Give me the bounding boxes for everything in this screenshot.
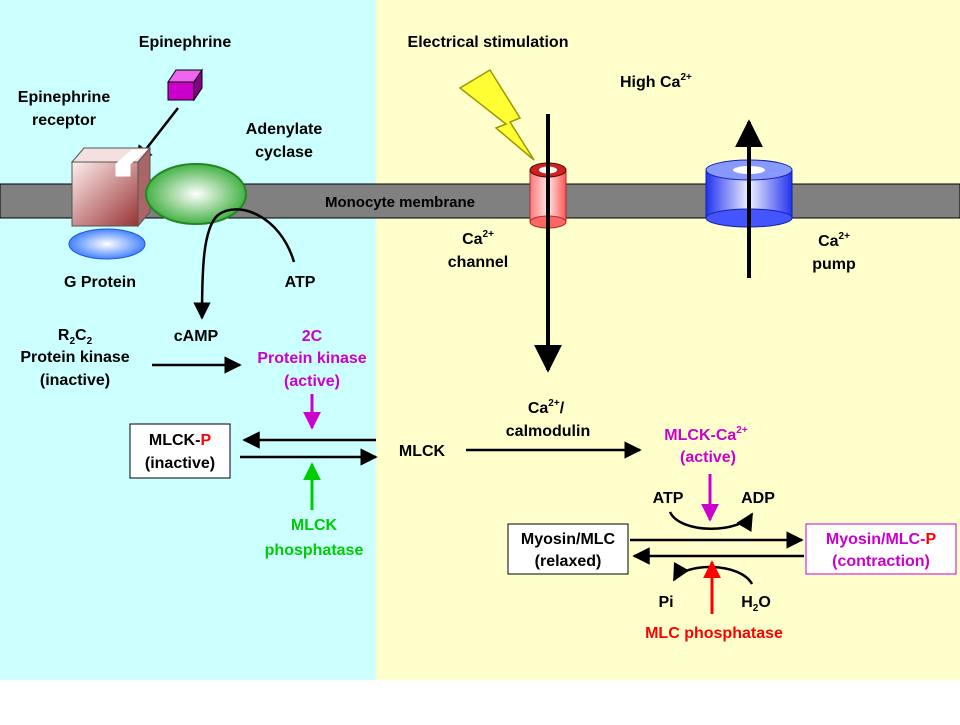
myosin-relaxed-line1: Myosin/MLC bbox=[521, 531, 616, 548]
myosin-contraction-box bbox=[805, 523, 957, 575]
myosin-relaxed-line2: (relaxed) bbox=[535, 553, 602, 570]
g-protein-oval bbox=[68, 228, 146, 260]
myosin-relaxed-box bbox=[507, 523, 629, 575]
receptor-cube-icon bbox=[70, 146, 152, 228]
r2c2-label: R2C2 bbox=[58, 327, 93, 347]
receptor-label-line2: receptor bbox=[32, 112, 96, 129]
mlckp-box bbox=[129, 423, 231, 479]
channel-label-ca: Ca2+ bbox=[462, 229, 494, 248]
calmodulin-line1: Ca2+/ bbox=[528, 398, 565, 417]
pump-label-word: pump bbox=[812, 256, 856, 273]
atp-bottom-label: ATP bbox=[653, 490, 684, 507]
adenylate-cyclase-oval bbox=[145, 163, 247, 225]
mlck-phosphatase-line1: MLCK bbox=[291, 517, 338, 534]
mlck-label: MLCK bbox=[399, 443, 446, 460]
myosin-contraction-line1: Myosin/MLC-P bbox=[826, 531, 937, 548]
atp-top-label: ATP bbox=[285, 274, 316, 291]
pump-label-ca: Ca2+ bbox=[818, 231, 850, 250]
pk-active-line1: Protein kinase bbox=[257, 350, 366, 367]
camp-label: cAMP bbox=[174, 328, 219, 345]
epinephrine-label: Epinephrine bbox=[139, 34, 232, 51]
atp-to-camp-arrow bbox=[193, 208, 296, 320]
pk-inactive-line1: Protein kinase bbox=[20, 349, 129, 366]
calmodulin-line2: calmodulin bbox=[506, 423, 590, 440]
lightning-bolt-icon bbox=[458, 68, 535, 161]
h2o-label: H2O bbox=[741, 594, 771, 614]
pk-inactive-line2: (inactive) bbox=[40, 372, 110, 389]
adp-label: ADP bbox=[741, 490, 775, 507]
g-protein-label: G Protein bbox=[64, 274, 136, 291]
pk-active-line2: (active) bbox=[284, 373, 340, 390]
epinephrine-cube-icon bbox=[167, 68, 203, 102]
receptor-label-line1: Epinephrine bbox=[18, 89, 111, 106]
mlck-ca-line2: (active) bbox=[680, 449, 736, 466]
membrane-label: Monocyte membrane bbox=[325, 194, 475, 211]
mlc-phosphatase-label: MLC phosphatase bbox=[645, 625, 783, 642]
atp-adp-curve-arrow bbox=[668, 511, 754, 533]
mlck-phosphatase-line2: phosphatase bbox=[265, 542, 364, 559]
adenylate-label-line2: cyclase bbox=[255, 144, 313, 161]
adenylate-label-line1: Adenylate bbox=[246, 121, 323, 138]
pi-label: Pi bbox=[658, 594, 673, 611]
electrical-label: Electrical stimulation bbox=[408, 34, 569, 51]
high-ca-label: High Ca2+ bbox=[620, 72, 692, 91]
right-panel-bg bbox=[376, 0, 960, 680]
channel-label-word: channel bbox=[448, 254, 508, 271]
mlckp-line2: (inactive) bbox=[145, 455, 215, 472]
mlck-ca-line1: MLCK-Ca2+ bbox=[664, 425, 748, 444]
pk-active-line0: 2C bbox=[302, 328, 323, 345]
left-panel-bg bbox=[0, 0, 376, 680]
mlckp-line1: MLCK-P bbox=[149, 432, 212, 449]
myosin-contraction-line2: (contraction) bbox=[832, 553, 930, 570]
